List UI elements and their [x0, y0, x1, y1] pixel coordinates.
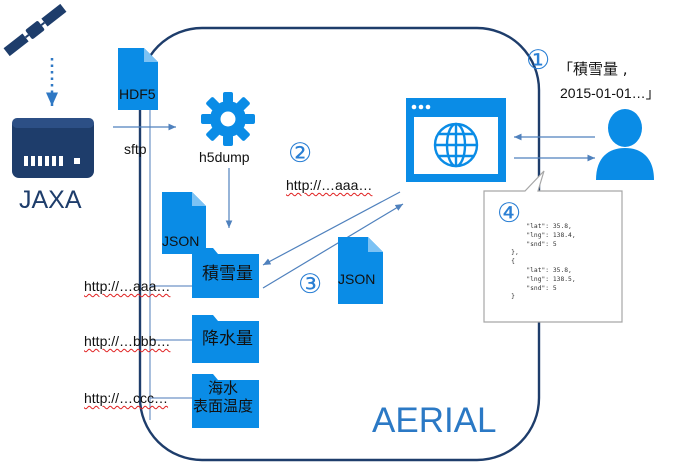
step-1-badge: ① — [526, 45, 551, 76]
url-aaa-mid: http://…aaa… — [286, 178, 372, 192]
step-4-badge: ④ — [497, 198, 522, 229]
url-aaa-mid-text: http://…aaa… — [286, 177, 373, 193]
request-arrow — [262, 191, 401, 266]
response-arrow — [262, 203, 404, 289]
folder-icon — [192, 374, 259, 428]
query-line-2: 2015-01-01…」 — [560, 85, 660, 101]
step-3-badge: ③ — [298, 269, 323, 300]
folder-label-precip: 降水量 — [202, 329, 253, 349]
folder-icon — [192, 248, 259, 298]
aerial-label: AERIAL — [372, 401, 497, 440]
json-file-icon — [338, 237, 383, 304]
satellite-icon — [3, 3, 67, 57]
url-ccc: http://…ccc… — [84, 391, 168, 405]
folder-label-snow: 積雪量 — [202, 264, 253, 284]
sftp-label: sftp — [124, 141, 147, 157]
hdf5-label: HDF5 — [119, 86, 156, 102]
json-file-icon — [162, 192, 206, 254]
folder-label-sea-1: 海水 — [208, 379, 239, 397]
hdf5-file-icon — [118, 48, 158, 110]
step-2-badge: ② — [288, 138, 313, 169]
url-aaa-left-text: http://…aaa… — [84, 278, 171, 294]
url-ccc-text: http://…ccc… — [84, 390, 169, 406]
query-line-1: 「積雪量 , — [558, 60, 628, 78]
browser-globe-icon — [406, 98, 506, 182]
json-label-right: JSON — [338, 271, 376, 287]
h5dump-label: h5dump — [199, 149, 250, 165]
json-label-left: JSON — [162, 233, 200, 249]
user-icon — [596, 109, 654, 180]
gear-icon — [201, 92, 255, 146]
json-callout — [483, 170, 623, 323]
folder-label-sea-2: 表面温度 — [193, 397, 254, 415]
server-icon — [12, 118, 94, 178]
folder-icon — [192, 315, 259, 363]
jaxa-label: JAXA — [19, 186, 82, 214]
url-bbb-text: http://…bbb… — [84, 333, 171, 349]
url-bbb: http://…bbb… — [84, 334, 170, 348]
url-aaa-left: http://…aaa… — [84, 279, 170, 293]
json-snippet: "lat": 35.8, "lng": 138.4, "snd": 5 }, {… — [511, 223, 576, 301]
